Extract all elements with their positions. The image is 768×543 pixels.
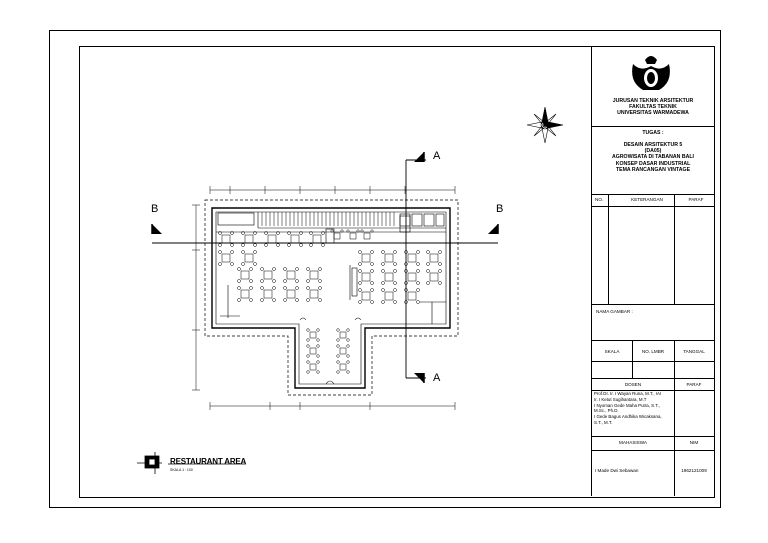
divider [592,194,714,195]
nama-gambar-label: NAMA GAMBAR : [596,309,633,314]
divider [592,450,714,451]
dosen-list: Prof.Dr. Ir. I Wayan Runa, M.T., IAI Ir.… [594,391,674,426]
dosen-name: I Gede Bagus Andhika Wicaksana, [594,414,662,420]
drawing-scale: SKALA 1 : 100 [170,468,193,472]
institution-line: UNIVERSITAS WARMADEWA [617,110,689,117]
drawing-frame [79,46,715,498]
divider [674,340,675,378]
divider [592,304,714,305]
dosen-name: I Nyoman Gede Maha Putra, S.T., [594,402,660,408]
divider [608,194,609,304]
task-line: AGROWISATA DI TABANAN BALI [612,154,694,161]
mahasiswa-label: MAHASISWA [619,440,647,445]
skala-label: SKALA [604,349,620,354]
dosen-name: S.T., M.T. [594,419,613,425]
divider [674,194,675,304]
section-marker-b-right: B [496,203,504,215]
student-name: I Made Dwi Sebawan [595,468,639,473]
task-line: TEMA RANCANGAN VINTAGE [615,166,691,173]
col-paraf-header: PARAF [688,197,704,202]
student-nim: 1962121009 [681,468,707,473]
university-logo [632,56,670,90]
divider [592,390,714,391]
divider [592,126,714,127]
task-line: (DA05) [644,148,662,155]
task-label: TUGAS : [642,130,664,136]
no-lmbr-label: NO. LMBR [641,349,665,354]
col-no-header: NO. [595,197,604,202]
dosen-name: Ir. I Ketut Sugihantara, M.T [594,396,647,402]
task-block: DESAIN ARSITEKTUR 5 (DA05) AGROWISATA DI… [592,142,714,173]
institution-line: JURUSAN TEKNIK ARSITEKTUR [612,98,694,104]
divider [592,378,714,379]
divider [592,206,714,207]
task-line: DESAIN ARSITEKTUR 5 [623,142,683,148]
dosen-name: Prof.Dr. Ir. I Wayan Runa, M.T., IAI [594,391,662,396]
nim-label: NIM [689,440,699,445]
tanggal-label: TANGGAL [683,349,705,354]
drawing-title: RESTAURANT AREA [170,457,247,466]
section-marker-a-bottom: A [433,372,441,384]
divider [592,436,714,437]
dosen-label: DOSEN [624,382,642,387]
divider [592,340,714,341]
col-keterangan-header: KETERANGAN [631,197,663,202]
drawing-sheet [49,30,721,508]
north-compass-icon [526,106,564,144]
divider [632,340,633,378]
dosen-name: M.Sc., Ph.D. [594,408,619,414]
divider [674,378,675,436]
paraf-label: PARAF [686,382,702,387]
divider [674,436,675,496]
title-block: JURUSAN TEKNIK ARSITEKTUR FAKULTAS TEKNI… [591,46,714,496]
task-line: KONSEP DASAR INDUSTRIAL [615,160,691,167]
divider [592,361,714,362]
section-marker-b-left: B [151,203,159,215]
institution-block: JURUSAN TEKNIK ARSITEKTUR FAKULTAS TEKNI… [592,98,714,117]
drawing-title-symbol [137,452,246,474]
section-marker-a-top: A [433,150,441,162]
institution-line: FAKULTAS TEKNIK [629,104,677,111]
